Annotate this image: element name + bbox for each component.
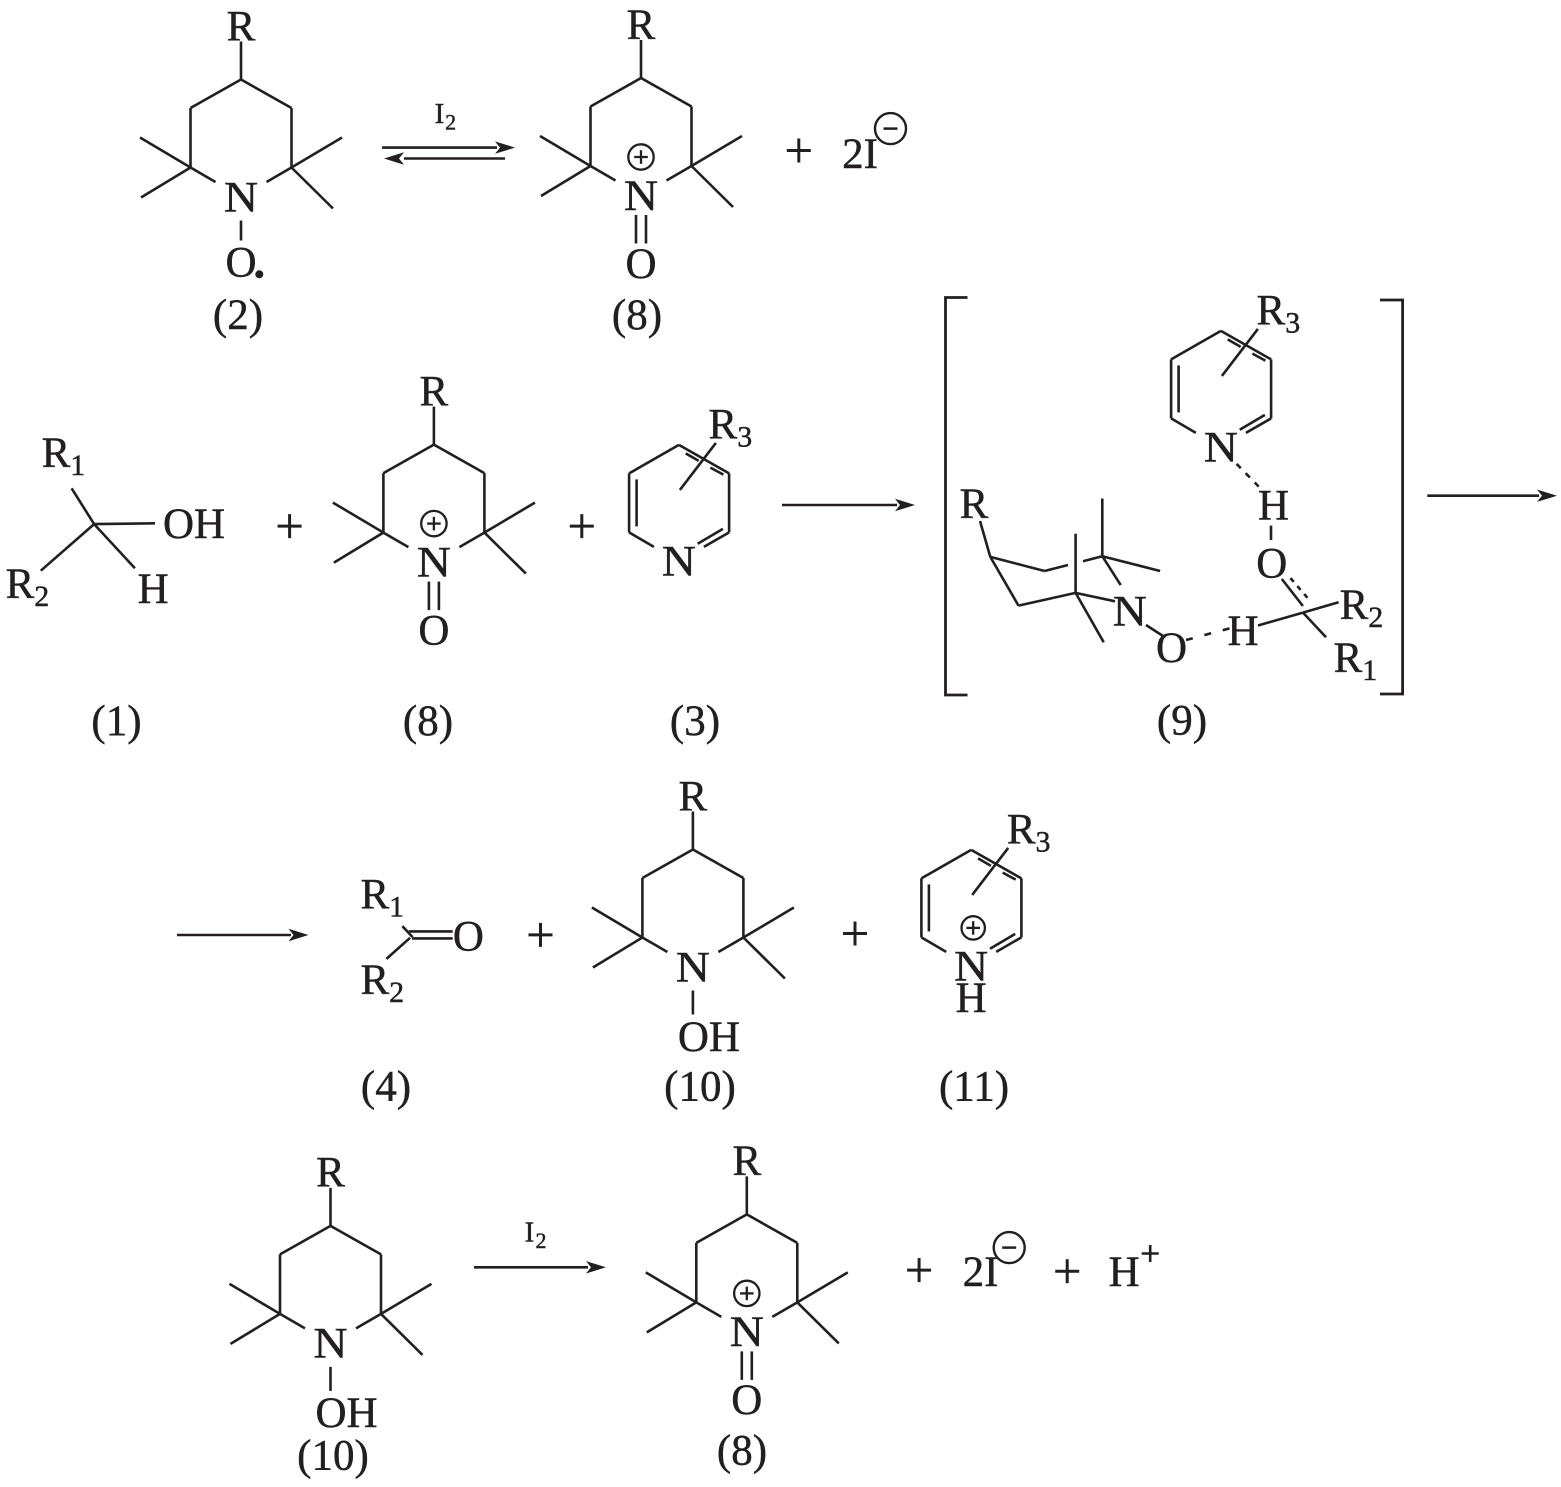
svg-text:2: 2 xyxy=(536,1228,547,1253)
svg-text:H: H xyxy=(956,975,987,1022)
svg-text:OH: OH xyxy=(678,1014,740,1061)
svg-text:R: R xyxy=(1334,635,1363,682)
svg-text:O: O xyxy=(418,607,449,654)
svg-text:O: O xyxy=(1256,540,1287,587)
svg-text:3: 3 xyxy=(1285,307,1300,340)
svg-text:R: R xyxy=(227,3,256,50)
svg-text:3: 3 xyxy=(1036,826,1051,859)
svg-text:R: R xyxy=(960,481,989,528)
svg-text:O: O xyxy=(453,914,484,961)
svg-text:N: N xyxy=(224,174,258,221)
svg-text:O: O xyxy=(225,239,256,286)
svg-text:3: 3 xyxy=(737,421,752,454)
svg-text:R: R xyxy=(360,957,389,1004)
svg-text:2: 2 xyxy=(389,976,404,1009)
svg-text:(1): (1) xyxy=(91,698,141,745)
svg-text:N: N xyxy=(1113,588,1147,635)
svg-text:H: H xyxy=(1258,482,1289,529)
svg-text:1: 1 xyxy=(1362,654,1377,687)
svg-text:O: O xyxy=(625,241,656,288)
svg-text:R: R xyxy=(1257,288,1286,335)
svg-text:R: R xyxy=(360,871,389,918)
svg-text:R: R xyxy=(1340,582,1369,629)
svg-text:I: I xyxy=(435,98,445,130)
svg-text:H: H xyxy=(138,566,169,613)
svg-text:R: R xyxy=(6,561,35,608)
svg-text:N: N xyxy=(662,539,696,586)
svg-text:(8): (8) xyxy=(403,698,453,745)
svg-text:N: N xyxy=(417,539,451,586)
svg-text:(8): (8) xyxy=(612,292,662,339)
svg-text:O: O xyxy=(731,1377,762,1424)
svg-text:(3): (3) xyxy=(670,698,720,745)
svg-text:2I: 2I xyxy=(963,1249,999,1296)
svg-text:2: 2 xyxy=(445,110,456,135)
svg-text:2: 2 xyxy=(1368,601,1383,634)
svg-text:1: 1 xyxy=(389,890,404,923)
svg-text:R: R xyxy=(42,430,71,477)
svg-text:(2): (2) xyxy=(213,292,263,339)
svg-text:N: N xyxy=(314,1321,348,1368)
svg-text:N: N xyxy=(624,173,658,220)
svg-text:R: R xyxy=(732,1138,761,1185)
svg-text:OH: OH xyxy=(315,1390,377,1437)
svg-text:2: 2 xyxy=(34,580,49,613)
svg-text:O: O xyxy=(1156,625,1187,672)
svg-text:N: N xyxy=(954,944,988,991)
svg-text:(8): (8) xyxy=(717,1428,767,1475)
svg-text:(9): (9) xyxy=(1157,698,1207,745)
svg-text:OH: OH xyxy=(163,501,225,548)
svg-text:2I: 2I xyxy=(842,131,878,178)
svg-text:(10): (10) xyxy=(297,1433,369,1480)
svg-text:I: I xyxy=(525,1217,535,1249)
svg-text:(4): (4) xyxy=(361,1064,411,1111)
svg-text:R: R xyxy=(316,1150,345,1197)
svg-text:N: N xyxy=(676,944,710,991)
svg-text:R: R xyxy=(679,773,708,820)
svg-text:R: R xyxy=(627,2,656,49)
svg-text:R: R xyxy=(709,402,738,449)
svg-text:N: N xyxy=(1204,425,1238,472)
svg-text:H: H xyxy=(1109,1249,1140,1296)
svg-text:N: N xyxy=(730,1309,764,1356)
svg-text:H: H xyxy=(1227,608,1258,655)
svg-text:(11): (11) xyxy=(939,1064,1009,1111)
svg-text:R: R xyxy=(1007,807,1036,854)
svg-text:R: R xyxy=(420,368,449,415)
svg-text:1: 1 xyxy=(70,449,85,482)
svg-text:(10): (10) xyxy=(664,1064,736,1111)
